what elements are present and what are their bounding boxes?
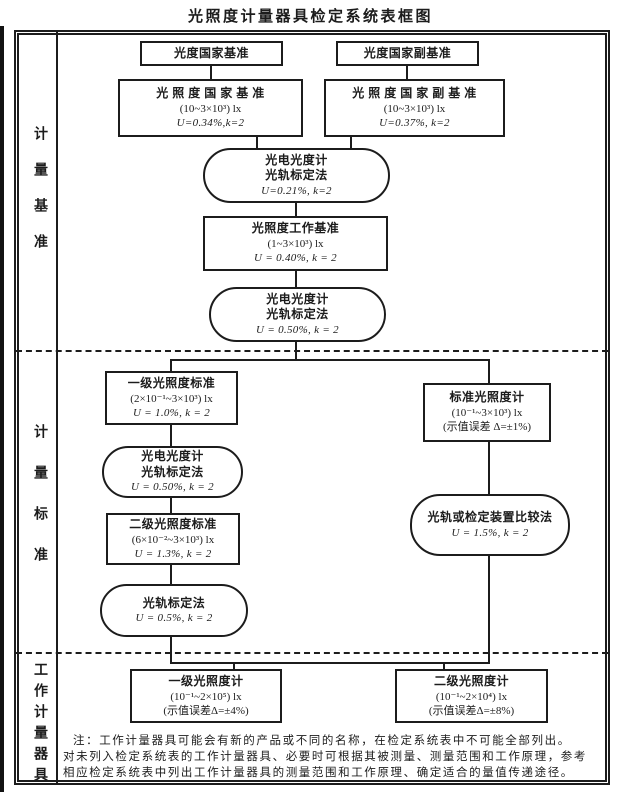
section-separator-2 [16,652,608,654]
method-title: 光轨标定法 [142,595,206,610]
node-uncertainty: U = 0.40%, k = 2 [254,252,337,265]
node-title: 光 照 度 国 家 基 准 [156,85,265,100]
method-subtitle: 光轨标定法 [265,168,328,183]
connector-line [170,563,172,584]
method-title: 光电光度计 [265,152,328,167]
connector-line [170,359,172,372]
node-range: (2×10⁻¹~3×10³) lx [130,392,213,405]
connector-line [295,202,297,217]
node-uncertainty: U=0.37%, k=2 [379,116,450,129]
method-subtitle: 光轨标定法 [266,307,329,322]
method-uncertainty: U = 0.50%, k = 2 [256,323,339,336]
method-title: 光电光度计 [141,449,204,464]
node-title: 一级光照度标准 [127,375,216,390]
node-range: (10⁻¹~2×10⁵) lx [170,690,242,703]
node-error: (示值误差Δ=±8%) [428,704,515,717]
node-range: (10~3×10³) lx [179,102,242,115]
connector-split-bus [170,359,490,361]
node-range: (10⁻¹~3×10³) lx [451,407,523,419]
footnote-line-1: 注：工作计量器具可能会有新的产品或不同的名称，在检定系统表中不可能全部列出。 [73,735,571,747]
connector-line [488,556,490,664]
node-title: 标准光照度计 [449,390,525,405]
connector-line [295,270,297,288]
node-title: 光照度工作基准 [251,221,340,236]
node-error: (示值误差 Δ=±1%) [442,421,532,434]
node-range: (6×10⁻²~3×10³) lx [131,533,215,546]
node-uncertainty: U=0.34%,k=2 [176,116,245,129]
section-separator-1 [16,350,608,352]
method-uncertainty: U=0.21%, k=2 [261,184,332,197]
method-uncertainty: U = 1.5%, k = 2 [451,526,529,539]
method-rail-or-verification-device-comparison: 光轨或检定装置比较法 U = 1.5%, k = 2 [410,494,570,556]
connector-line [256,137,258,149]
node-title: 光度国家基准 [173,45,249,60]
method-photoelectric-rail-calibration-021: 光电光度计 光轨标定法 U=0.21%, k=2 [203,148,390,203]
scan-edge-artifact [0,26,4,792]
node-photometry-national-standard: 光度国家基准 [140,41,283,66]
method-uncertainty: U = 0.5%, k = 2 [135,612,213,625]
node-range: (10~3×10³) lx [383,102,446,115]
connector-line [170,424,172,446]
page-title: 光照度计量器具检定系统表框图 [187,9,433,25]
section-label-measurement-standards: 计量标准 [32,424,47,588]
connector-merge-bus [170,662,490,664]
method-photoelectric-rail-calibration-050b: 光电光度计 光轨标定法 U = 0.50%, k = 2 [102,446,243,498]
method-title: 光电光度计 [266,291,329,306]
node-photometry-national-sub-standard: 光度国家副基准 [336,41,479,66]
node-second-class-illuminance-standard: 二级光照度标准 (6×10⁻²~3×10³) lx U = 1.3%, k = … [106,513,240,565]
connector-line [488,359,490,384]
section-label-working-instruments: 工作计量器具 [32,662,47,788]
connector-line [443,662,445,670]
sidebar-divider-line [56,32,58,783]
node-title: 光度国家副基准 [363,45,452,60]
connector-line [170,636,172,664]
node-title: 一级光照度计 [168,673,244,688]
method-title: 光轨或检定装置比较法 [427,510,553,525]
connector-line [170,496,172,513]
method-photoelectric-rail-calibration-050: 光电光度计 光轨标定法 U = 0.50%, k = 2 [209,287,386,342]
method-subtitle: 光轨标定法 [141,464,204,479]
method-rail-calibration-05: 光轨标定法 U = 0.5%, k = 2 [100,584,248,637]
footnote: 注：工作计量器具可能会有新的产品或不同的名称，在检定系统表中不可能全部列出。 对… [63,733,605,781]
node-range: (1~3×10³) lx [267,238,324,250]
node-title: 光 照 度 国 家 副 基 准 [352,85,477,100]
node-uncertainty: U = 1.3%, k = 2 [134,547,212,560]
node-standard-illuminometer: 标准光照度计 (10⁻¹~3×10³) lx (示值误差 Δ=±1%) [423,383,551,442]
outer-border [14,30,610,785]
footnote-line-2: 对未列入检定系统表的工作计量器具、必要时可根据其被测量、测量范围和工作原理，参考 [63,751,587,763]
section-label-measurement-primary-standards: 计量基准 [32,126,47,270]
connector-line [233,662,235,670]
connector-line [295,341,297,360]
connector-line [406,66,408,80]
node-uncertainty: U = 1.0%, k = 2 [132,406,211,419]
node-illuminance-working-standard: 光照度工作基准 (1~3×10³) lx U = 0.40%, k = 2 [203,216,388,271]
method-uncertainty: U = 0.50%, k = 2 [131,481,214,494]
footnote-line-3: 相应检定系统表中列出工作计量器具的测量范围和工作原理、确定适合的量值传递途径。 [63,767,574,779]
node-first-class-illuminometer: 一级光照度计 (10⁻¹~2×10⁵) lx (示值误差Δ=±4%) [130,669,282,723]
node-illuminance-national-sub-standard: 光 照 度 国 家 副 基 准 (10~3×10³) lx U=0.37%, k… [324,79,505,137]
connector-line [350,137,352,149]
node-illuminance-national-standard: 光 照 度 国 家 基 准 (10~3×10³) lx U=0.34%,k=2 [118,79,303,137]
connector-line [210,66,212,80]
node-first-class-illuminance-standard: 一级光照度标准 (2×10⁻¹~3×10³) lx U = 1.0%, k = … [105,371,238,425]
node-error: (示值误差Δ=±4%) [163,704,249,717]
node-range: (10⁻¹~2×10⁴) lx [435,690,508,703]
node-second-class-illuminometer: 二级光照度计 (10⁻¹~2×10⁴) lx (示值误差Δ=±8%) [395,669,548,723]
node-title: 二级光照度计 [433,673,509,688]
connector-line [488,441,490,494]
node-title: 二级光照度标准 [129,516,217,531]
